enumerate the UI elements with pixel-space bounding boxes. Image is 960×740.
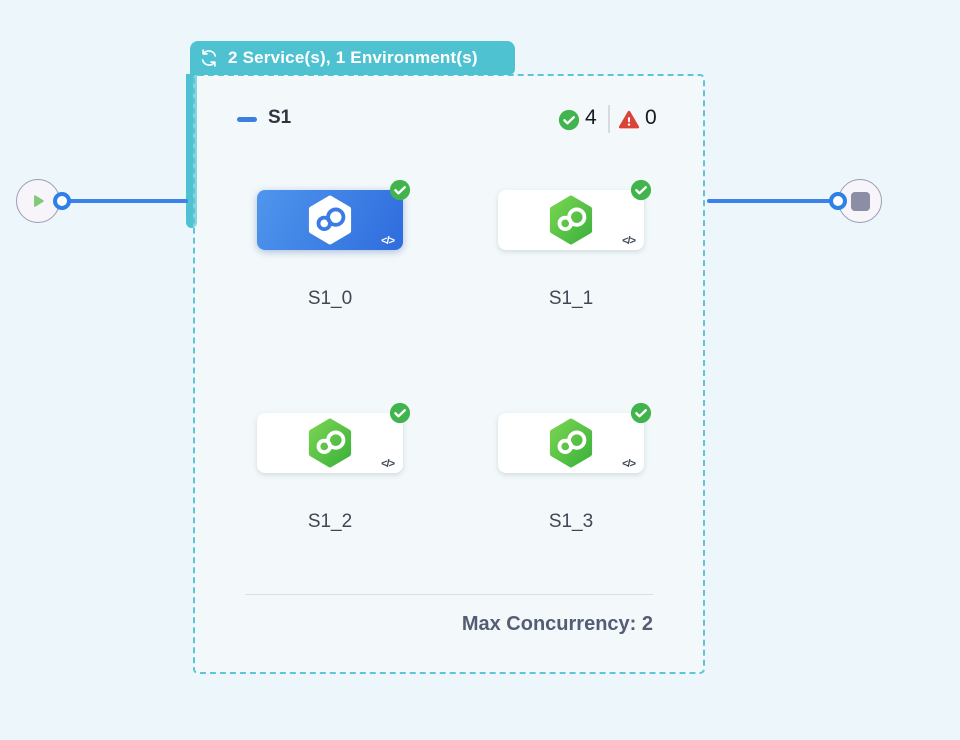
stage-badge-label: 2 Service(s), 1 Environment(s) [228, 48, 478, 67]
status-check-icon [389, 179, 411, 201]
port-start [53, 192, 71, 210]
stop-icon [850, 191, 870, 211]
stage-badge[interactable]: 2 Service(s), 1 Environment(s) [190, 41, 515, 75]
stage-accent-strip [186, 74, 197, 228]
footer-divider [245, 594, 653, 595]
code-icon: </> [381, 235, 395, 247]
failed-count: 0 [645, 106, 657, 129]
count-divider [608, 105, 610, 133]
stage-container [193, 74, 705, 674]
edge-start-to-stage [62, 199, 188, 203]
status-check-icon [630, 402, 652, 424]
collapse-icon[interactable] [237, 117, 257, 122]
service-hexagon-icon [307, 418, 353, 473]
start-node[interactable] [16, 179, 60, 223]
status-check-icon [389, 402, 411, 424]
service-card-s1-3[interactable]: </> [498, 402, 652, 473]
code-icon: </> [381, 458, 395, 470]
service-label-s1-2: S1_2 [307, 511, 353, 532]
service-label-s1-3: S1_3 [548, 511, 594, 532]
service-card-s1-0[interactable]: </> [257, 179, 411, 250]
play-icon [29, 192, 47, 210]
port-end [829, 192, 847, 210]
cycle-icon [198, 47, 220, 69]
max-concurrency-label: Max Concurrency: 2 [461, 613, 653, 635]
code-icon: </> [622, 458, 636, 470]
edge-stage-to-end [707, 199, 838, 203]
success-check-icon [558, 109, 580, 136]
warning-icon [618, 109, 640, 136]
status-check-icon [630, 179, 652, 201]
service-hexagon-icon [548, 195, 594, 250]
service-label-s1-0: S1_0 [307, 288, 353, 309]
service-label-s1-1: S1_1 [548, 288, 594, 309]
success-count: 4 [585, 106, 597, 129]
code-icon: </> [622, 235, 636, 247]
service-card-s1-1[interactable]: </> [498, 179, 652, 250]
service-hexagon-icon [307, 195, 353, 250]
stage-title: S1 [268, 107, 292, 128]
service-card-s1-2[interactable]: </> [257, 402, 411, 473]
service-hexagon-icon [548, 418, 594, 473]
